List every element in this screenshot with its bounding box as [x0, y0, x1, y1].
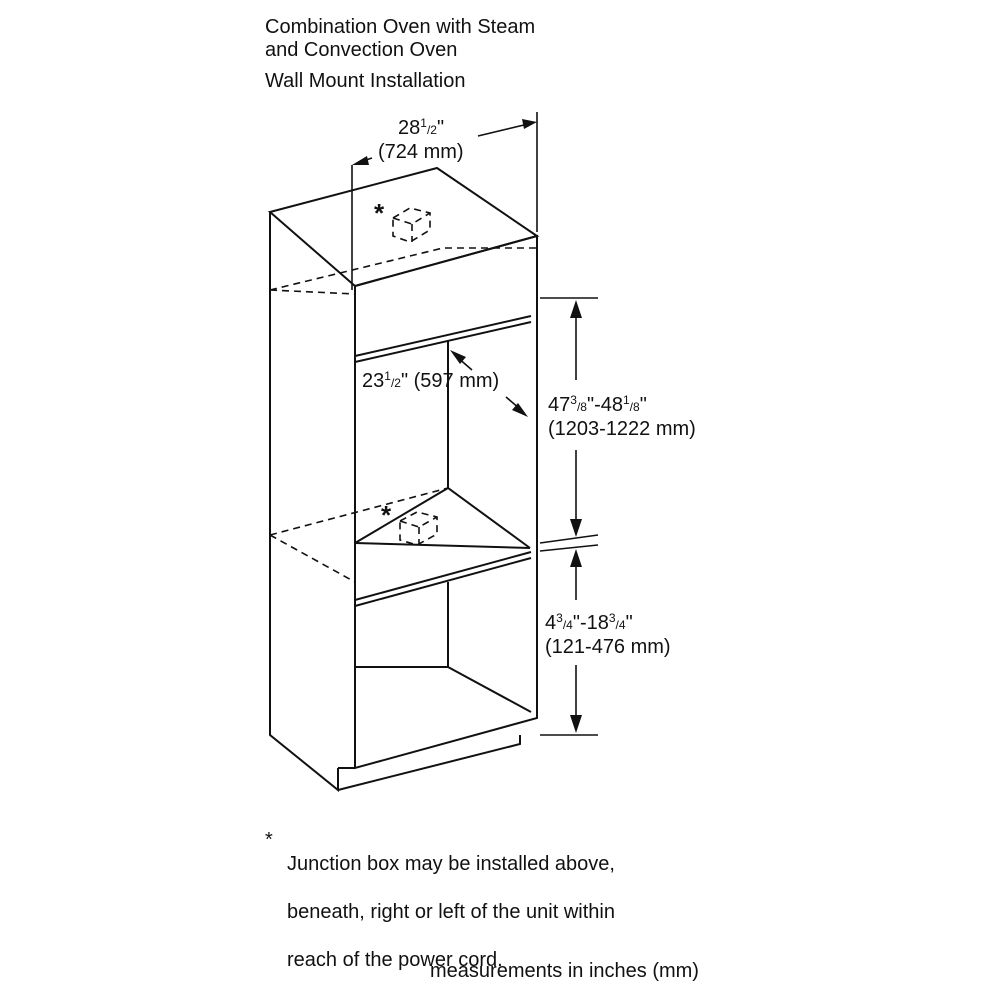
depth-dimension: 231/2" (597 mm) — [362, 369, 500, 392]
cavity-floor-front — [354, 542, 531, 549]
title-line-2: and Convection Oven — [265, 39, 458, 61]
width-dimension-mm: (724 mm) — [378, 141, 464, 163]
note-line-1: Junction box may be installed above, — [287, 853, 615, 875]
diagram-subtitle: Wall Mount Installation — [265, 70, 466, 92]
width-dimension: 281/2" — [398, 116, 445, 139]
cabinet-front-frame — [354, 234, 538, 770]
cabinet-left-side — [269, 212, 339, 793]
toe-kick — [337, 735, 521, 791]
note-line-3: reach of the power cord. — [287, 949, 503, 971]
floor-height-mm: (121-476 mm) — [545, 636, 671, 658]
junction-box-top — [392, 207, 431, 243]
lower-cavity — [355, 582, 449, 668]
upper-opening-bottom — [354, 315, 532, 357]
measurement-units-note: measurements in inches (mm) — [430, 960, 699, 982]
junction-marker-middle: * — [381, 500, 392, 530]
junction-marker-top: * — [374, 198, 385, 228]
diagram-title: Combination Oven with Steam and Convecti… — [265, 16, 535, 62]
junction-box-note: * Junction box may be installed above, b… — [265, 828, 707, 996]
hidden-line-lower — [269, 534, 356, 583]
cutout-height-mm: (1203-1222 mm) — [548, 418, 696, 440]
hidden-line-upper — [269, 289, 356, 295]
note-marker: * — [265, 829, 273, 851]
floor-height-dimension: 43/4"-183/4" — [545, 611, 633, 634]
junction-box-middle — [399, 511, 438, 546]
cabinet-top — [267, 166, 540, 288]
note-line-2: beneath, right or left of the unit withi… — [287, 901, 615, 923]
lower-rail-top — [354, 551, 532, 601]
title-line-1: Combination Oven with Steam — [265, 16, 536, 38]
cutout-height-dimension: 473/8"-481/8" — [548, 393, 647, 416]
